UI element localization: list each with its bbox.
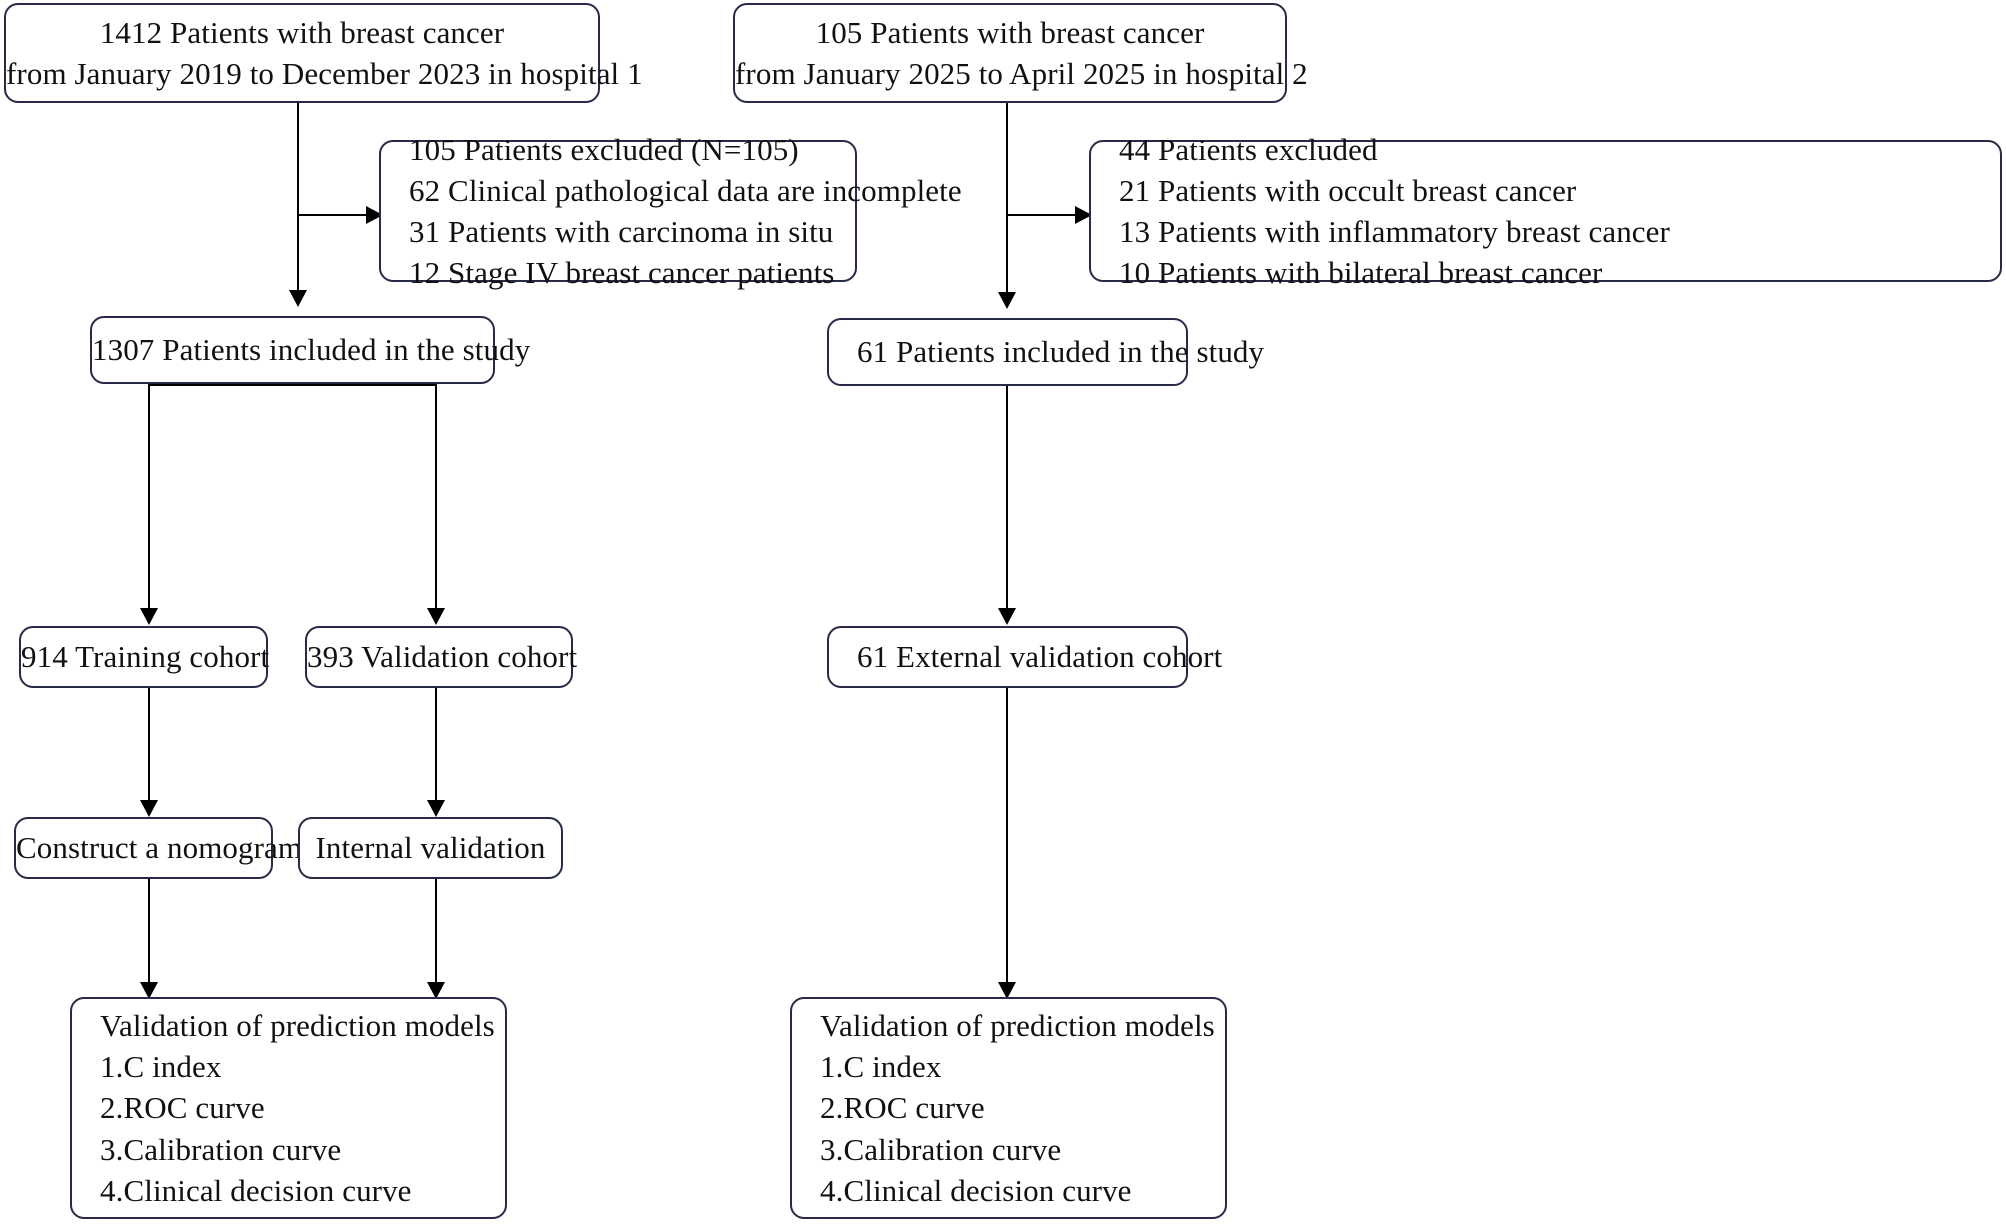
node-internal-validation-line1: Internal validation — [315, 830, 546, 866]
arrow-external-to-models — [998, 982, 1016, 999]
node-included-hospital1: 1307 Patients included in the study — [90, 316, 531, 384]
connector-internal-to-models — [435, 879, 437, 989]
node-construct-nomogram: Construct a nomogram — [14, 817, 303, 879]
connector-source2-to-excluded2 — [1007, 214, 1079, 216]
arrow-internal-to-models-head — [427, 982, 445, 999]
arrow-source2-to-included2 — [998, 292, 1016, 309]
node-included-hospital1-line1: 1307 Patients included in the study — [92, 332, 531, 368]
node-source-hospital2-lines: 105 Patients with breast cancer from Jan… — [735, 12, 1308, 94]
node-internal-validation: Internal validation — [298, 817, 563, 879]
connector-external-to-models — [1006, 688, 1008, 990]
node-excluded-hospital2-line4: 10 Patients with bilateral breast cancer — [1119, 255, 1603, 291]
node-validation-models-left-line4: 3.Calibration curve — [100, 1131, 342, 1167]
node-validation-models-right-line5: 4.Clinical decision curve — [820, 1172, 1132, 1208]
node-validation-models-right-line1: Validation of prediction models — [820, 1007, 1215, 1043]
node-internal-validation-lines: Internal validation — [300, 827, 561, 868]
node-validation-cohort-line1: 393 Validation cohort — [307, 639, 578, 675]
arrow-included1-to-training — [140, 608, 158, 625]
node-excluded-hospital2-line1: 44 Patients excluded — [1119, 131, 1378, 167]
arrow-validation-to-internal — [427, 800, 445, 817]
node-external-validation-cohort-lines: 61 External validation cohort — [829, 636, 1223, 677]
node-source-hospital1-lines: 1412 Patients with breast cancer from Ja… — [6, 12, 643, 94]
node-excluded-hospital1-line4: 12 Stage IV breast cancer patients — [409, 255, 835, 291]
node-source-hospital2: 105 Patients with breast cancer from Jan… — [733, 3, 1308, 103]
arrow-nomogram-to-models-head — [140, 982, 158, 999]
connector-included1-to-validation-ext — [435, 384, 437, 610]
node-source-hospital1-line2: from January 2019 to December 2023 in ho… — [6, 56, 643, 91]
connector-source1-to-excluded1 — [298, 214, 370, 216]
node-included-hospital2-lines: 61 Patients included in the study — [829, 331, 1265, 372]
node-validation-models-right-lines: Validation of prediction models 1.C inde… — [792, 1005, 1239, 1211]
node-included-hospital1-lines: 1307 Patients included in the study — [92, 329, 531, 370]
node-included-hospital2: 61 Patients included in the study — [827, 318, 1264, 386]
node-validation-models-left: Validation of prediction models 1.C inde… — [70, 997, 507, 1219]
arrow-included2-to-external — [998, 608, 1016, 625]
connector-included1-to-training-ext — [148, 384, 150, 610]
node-excluded-hospital2-line2: 21 Patients with occult breast cancer — [1119, 172, 1577, 208]
node-excluded-hospital1: 105 Patients excluded (N=105) 62 Clinica… — [379, 132, 962, 290]
node-excluded-hospital1-lines: 105 Patients excluded (N=105) 62 Clinica… — [381, 129, 962, 294]
node-excluded-hospital2-line3: 13 Patients with inflammatory breast can… — [1119, 214, 1670, 249]
node-source-hospital1: 1412 Patients with breast cancer from Ja… — [4, 3, 643, 103]
arrow-source1-to-excluded1 — [366, 206, 383, 224]
node-excluded-hospital1-line2: 62 Clinical pathological data are incomp… — [409, 172, 962, 208]
node-construct-nomogram-line1: Construct a nomogram — [16, 830, 303, 866]
node-source-hospital2-line2: from January 2025 to April 2025 in hospi… — [735, 56, 1308, 91]
node-excluded-hospital2-lines: 44 Patients excluded 21 Patients with oc… — [1091, 129, 2006, 294]
node-validation-models-left-line1: Validation of prediction models — [100, 1007, 495, 1043]
node-validation-models-left-line2: 1.C index — [100, 1049, 222, 1085]
node-external-validation-cohort: 61 External validation cohort — [827, 626, 1222, 688]
node-source-hospital1-line1: 1412 Patients with breast cancer — [99, 14, 505, 50]
arrow-included1-to-validation — [427, 608, 445, 625]
arrow-training-to-nomogram — [140, 800, 158, 817]
node-excluded-hospital1-line3: 31 Patients with carcinoma in situ — [409, 214, 834, 249]
node-external-validation-cohort-line1: 61 External validation cohort — [857, 639, 1223, 675]
node-training-cohort-line1: 914 Training cohort — [21, 639, 270, 675]
connector-source1-to-included1 — [297, 103, 299, 293]
node-construct-nomogram-lines: Construct a nomogram — [16, 827, 303, 868]
node-excluded-hospital1-line1: 105 Patients excluded (N=105) — [409, 131, 799, 167]
arrow-source1-to-included1 — [289, 290, 307, 307]
node-validation-cohort-lines: 393 Validation cohort — [307, 636, 578, 677]
node-validation-models-right-line4: 3.Calibration curve — [820, 1131, 1062, 1167]
node-validation-models-left-lines: Validation of prediction models 1.C inde… — [72, 1005, 519, 1211]
connector-included1-split-bus — [148, 384, 436, 386]
connector-source2-to-included2 — [1006, 103, 1008, 295]
node-training-cohort: 914 Training cohort — [19, 626, 270, 688]
node-source-hospital2-line1: 105 Patients with breast cancer — [815, 14, 1205, 50]
connector-validation-to-internal — [435, 688, 437, 805]
node-validation-models-right-line3: 2.ROC curve — [820, 1090, 985, 1126]
connector-nomogram-to-models — [148, 879, 150, 989]
connector-included2-to-external — [1006, 386, 1008, 610]
node-validation-models-right-line2: 1.C index — [820, 1049, 942, 1085]
node-validation-models-left-line3: 2.ROC curve — [100, 1090, 265, 1126]
node-training-cohort-lines: 914 Training cohort — [21, 636, 270, 677]
arrow-source2-to-excluded2 — [1075, 206, 1092, 224]
node-included-hospital2-line1: 61 Patients included in the study — [857, 334, 1265, 370]
node-validation-cohort: 393 Validation cohort — [305, 626, 578, 688]
connector-training-to-nomogram — [148, 688, 150, 805]
node-excluded-hospital2: 44 Patients excluded 21 Patients with oc… — [1089, 132, 2002, 290]
node-validation-models-right: Validation of prediction models 1.C inde… — [790, 997, 1227, 1219]
node-validation-models-left-line5: 4.Clinical decision curve — [100, 1172, 412, 1208]
